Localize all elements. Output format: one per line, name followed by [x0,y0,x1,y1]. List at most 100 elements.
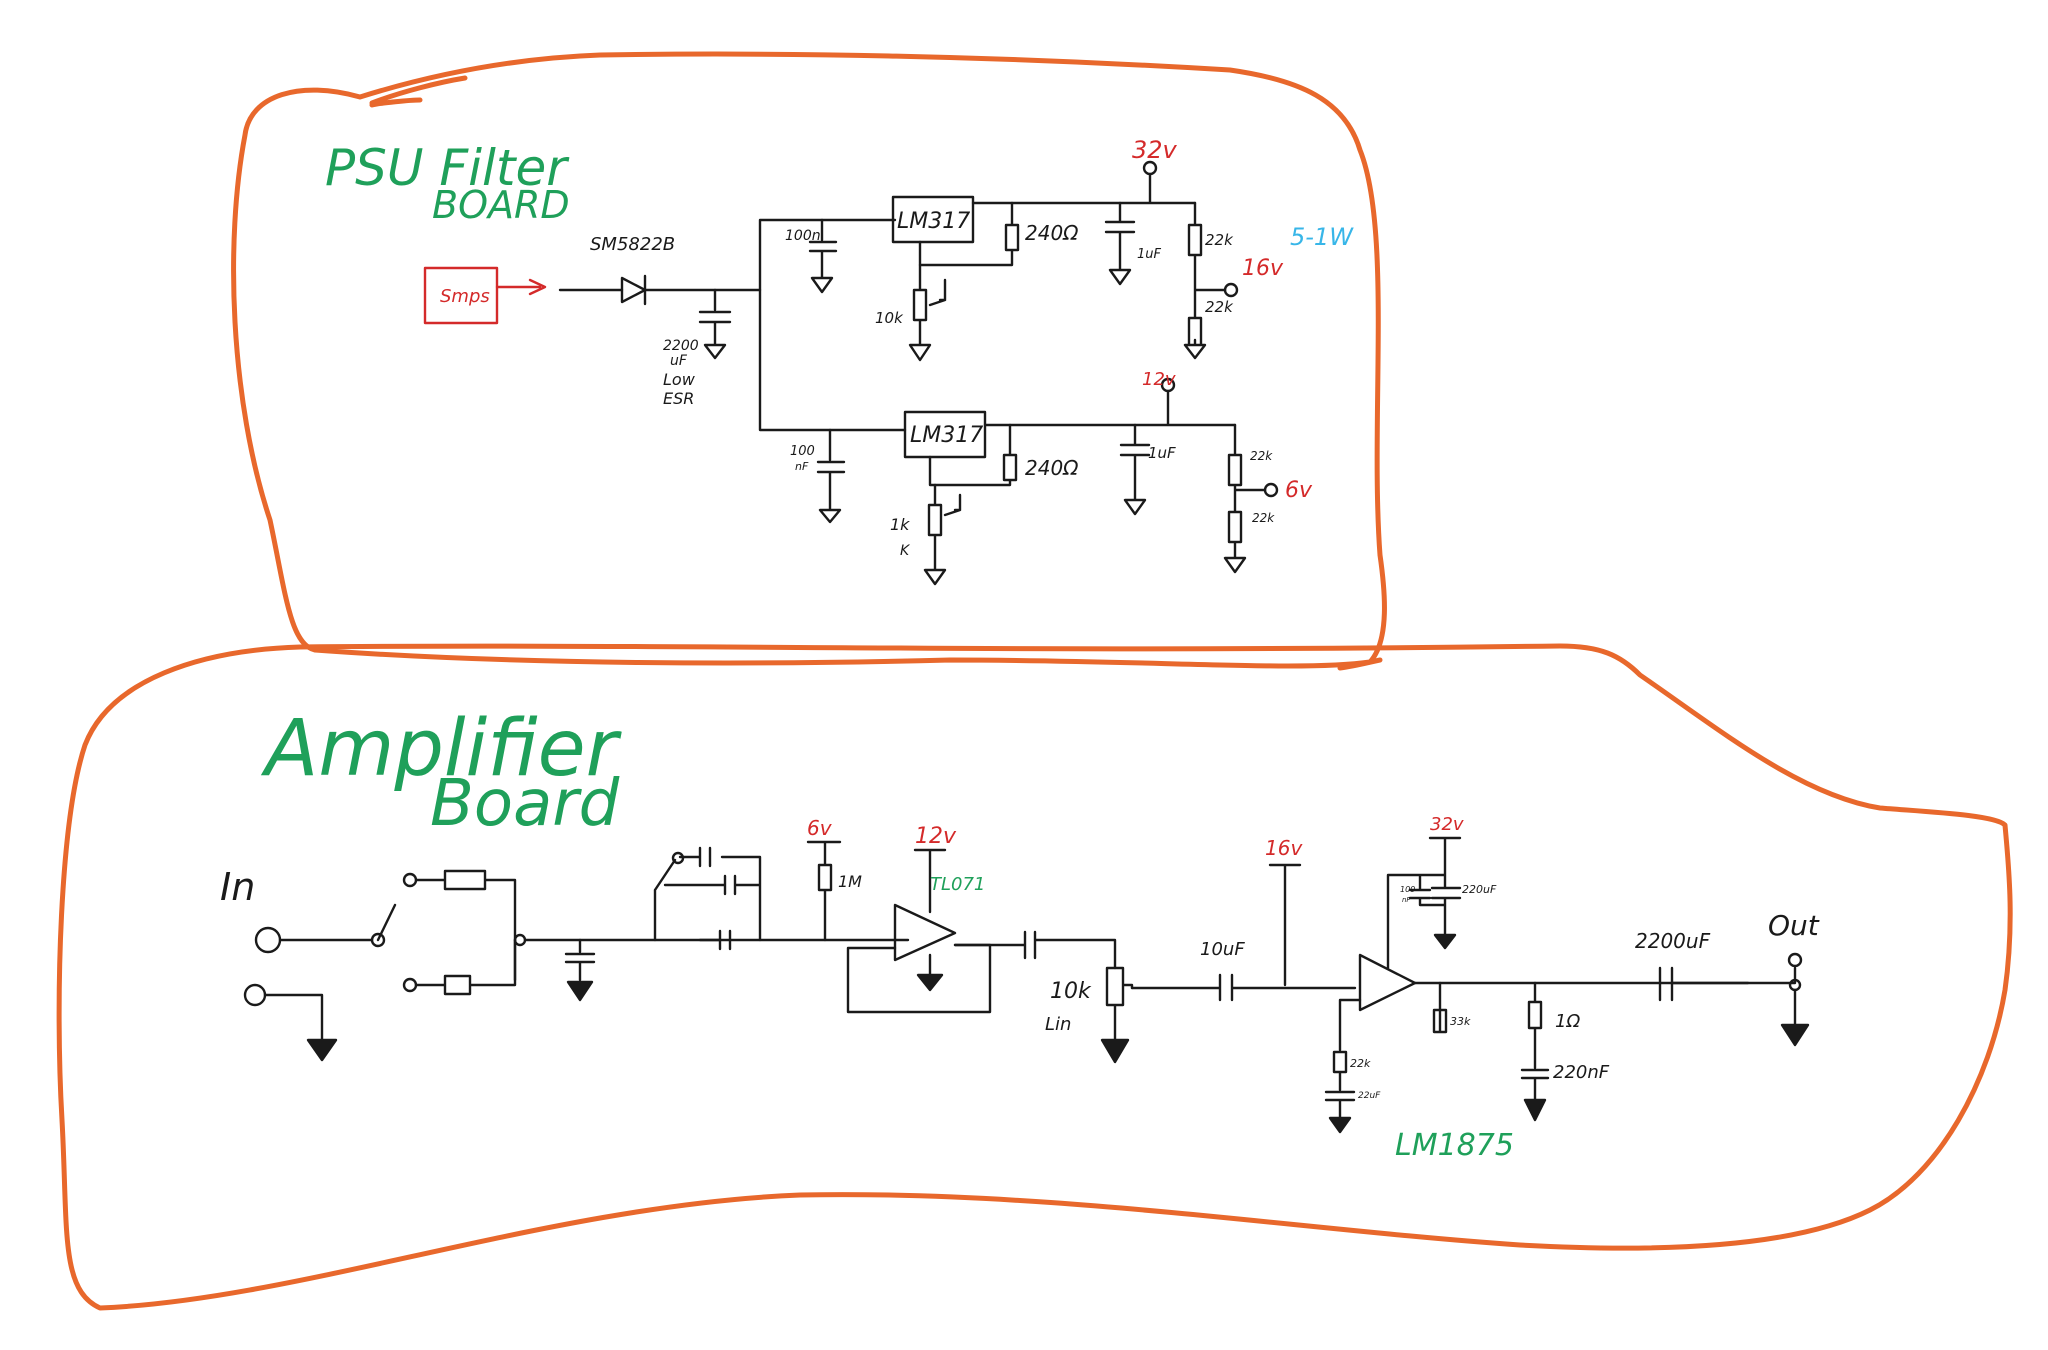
fb-r-label: 33k [1450,1015,1471,1028]
tl071-rail [913,848,947,914]
shunt-cap [564,938,596,982]
top-div-r1-label: 22k [1205,231,1234,249]
vol-pot-label-1: 10k [1050,979,1092,1004]
top-cin [808,218,838,294]
tl071-ground [916,953,944,992]
bot-div-r2-label: 22k [1252,511,1275,525]
tone-caps [653,846,762,951]
psu-bus [758,218,907,432]
bot-reg-label: LM317 [910,423,983,448]
top-div-out-label: 16v [1242,256,1284,281]
bot-cin [816,428,846,524]
switch-lever [376,903,397,942]
top-vout-label: 32v [1132,136,1178,164]
bulk-cap [698,288,732,360]
bot-vout-label: 12v [1142,369,1176,390]
bot-6v-terminal [1263,482,1279,498]
pa-32v-label: 32v [1430,814,1464,835]
bot-cout-label: 1uF [1148,444,1176,462]
top-lm317-box [891,195,975,244]
smps-arrow [495,278,547,296]
top-pot-label: 10k [875,309,904,327]
bias-1m-label: 1M [838,872,862,891]
volume-wiper-wire [1130,973,1357,1002]
bot-cout [1119,423,1151,516]
tone-switch-contact [671,851,685,865]
volume-ground [1100,1038,1130,1064]
diode-symbol [620,274,647,306]
psu-board-outline-overstroke [369,75,468,108]
input-jack-ground [243,983,267,1007]
out-cap-label: 2200uF [1635,929,1711,953]
tl071-feedback [846,943,992,1014]
smps-box [423,266,499,325]
bot-divider [1223,423,1267,574]
top-reg-label: LM317 [897,209,970,234]
input-ground-wire [263,993,324,1042]
pa-cap2-label: 220uF [1462,883,1497,896]
zobel-c-label: 220nF [1553,1062,1610,1083]
switch-pivot [370,932,386,948]
bias-16v-label: 16v [1265,836,1303,860]
vol-pot-label-2: Lin [1045,1014,1071,1035]
bot-pot [923,483,962,586]
top-div-r2-label: 22k [1205,298,1234,316]
bot-div-r1-label: 22k [1250,449,1273,463]
bot-cin-label-2: nF [795,460,809,473]
switch-path-b [414,938,517,996]
top-16v-terminal [1223,282,1239,298]
top-cout [1104,201,1136,286]
lm1875-feedback [1324,981,1448,1120]
pa-cap1-label-2: nF [1402,896,1411,904]
bot-pot-label-2: K [900,543,911,559]
lm1875-supply-ground [1433,933,1457,950]
input-jack-signal [254,926,282,954]
top-32v-terminal [1142,160,1158,176]
bot-cin-label-1: 100 [790,444,815,459]
lm1875-feedback-ground [1328,1116,1352,1134]
psu-board-outline-tail [1337,657,1383,671]
cap-10uf-label: 10uF [1200,939,1245,960]
top-divider [1183,201,1227,360]
smps-label: Smps [440,286,490,307]
output-label: Out [1768,909,1820,942]
diode-label: SM5822B [590,234,675,255]
gnd-c-label: 22uF [1358,1091,1381,1101]
switch-contact-a [402,872,418,888]
lm1875-supply [1386,836,1462,970]
bot-12v-terminal [1160,377,1176,393]
amp-title-line2: Board [430,767,620,841]
top-out-bus [971,173,1197,205]
bot-rset [928,423,1018,487]
top-note-label: 5-1W [1290,223,1354,251]
amp-title-line1: Amplifier [260,704,623,794]
bulk-cap-label-1: 2200 [663,338,699,354]
output-cap [1658,966,1797,1002]
opamp-12v-label: 12v [915,824,957,849]
switch-path-a [414,869,517,982]
top-rset [918,201,1020,267]
bot-pot-label-1: 1k [890,515,910,534]
zobel-ground [1523,1098,1547,1122]
gnd-r-label: 22k [1350,1057,1371,1070]
switch-join [513,933,527,947]
bulk-cap-label-3: Low [663,370,696,389]
input-label: In [220,865,255,909]
top-pot [908,263,947,362]
zobel-r-label: 1Ω [1555,1011,1580,1032]
pa-cap1-label-1: 100 [1400,885,1415,894]
shunt-ground [566,980,594,1002]
output-jack [1787,952,1803,968]
top-rset-label: 240Ω [1025,221,1079,245]
opamp-label: TL071 [930,874,985,895]
bias-6v-rail [806,840,842,942]
psu-title-line2: BOARD [432,183,570,227]
coupling-cap [953,930,1117,970]
chip-label: LM1875 [1395,1128,1514,1163]
top-cout-label: 1uF [1137,247,1162,262]
zobel-network [1520,981,1550,1102]
bias-16v [1268,863,1302,987]
psu-title-line1: PSU Filter [325,139,570,197]
switch-contact-b [402,977,418,993]
